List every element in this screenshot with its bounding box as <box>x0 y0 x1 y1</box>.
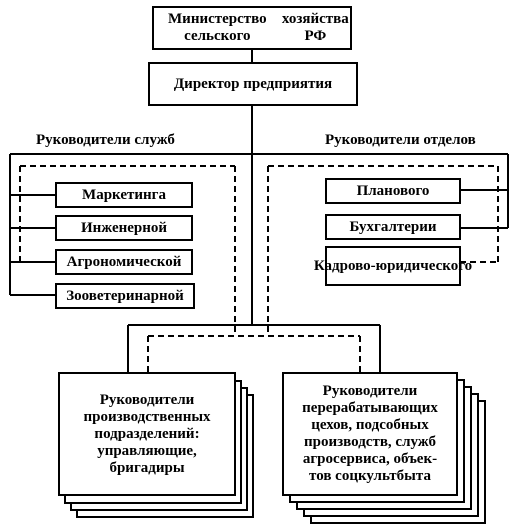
service-engineering-box: Инженерной <box>55 215 193 241</box>
service-agronomy-box: Агрономической <box>55 249 193 275</box>
service-marketing-label: Маркетинга <box>82 186 166 203</box>
left-group-heading: Руководители служб <box>36 132 175 148</box>
production-line-1: Руководители <box>99 391 195 408</box>
production-line-2: производственных <box>83 408 211 425</box>
dept-accounting-label: Бухгалтерии <box>349 218 437 235</box>
processing-line-6: тов соцкультбыта <box>309 468 431 484</box>
processing-line-1: Руководители <box>322 383 418 399</box>
processing-line-5: агросервиса, объек- <box>302 451 438 467</box>
service-engineering-label: Инженерной <box>80 219 168 236</box>
production-box: Руководители производственных подразделе… <box>58 372 236 496</box>
processing-line-4: производств, служб <box>303 434 436 450</box>
service-agronomy-label: Агрономической <box>66 253 182 270</box>
ministry-line-1: Министерство сельского <box>168 11 267 44</box>
dept-cadre-line-2: юридического <box>375 257 473 274</box>
production-line-4: управляющие, <box>97 442 197 459</box>
service-veterinary-box: Зооветеринарной <box>55 283 195 309</box>
processing-box: Руководители перерабатывающих цехов, под… <box>282 372 458 496</box>
director-box: Директор предприятия <box>148 62 358 106</box>
processing-line-2: перерабатывающих <box>302 400 438 416</box>
service-marketing-box: Маркетинга <box>55 182 193 208</box>
dept-cadre-line-1: Кадрово- <box>313 257 376 274</box>
dept-planning-box: Планового <box>325 178 461 204</box>
ministry-box: Министерство сельского хозяйства РФ <box>152 6 352 50</box>
dept-accounting-box: Бухгалтерии <box>325 214 461 240</box>
production-line-5: бригадиры <box>109 459 185 476</box>
service-veterinary-label: Зооветеринарной <box>66 287 184 304</box>
production-line-3: подразделений: <box>94 425 200 442</box>
right-group-heading: Руководители отделов <box>325 132 476 148</box>
dept-cadre-box: Кадрово- юридического <box>314 246 472 286</box>
ministry-line-2: хозяйства РФ <box>281 11 349 44</box>
dept-planning-label: Планового <box>356 182 430 199</box>
director-label: Директор предприятия <box>173 75 333 92</box>
processing-line-3: цехов, подсобных <box>311 417 429 433</box>
